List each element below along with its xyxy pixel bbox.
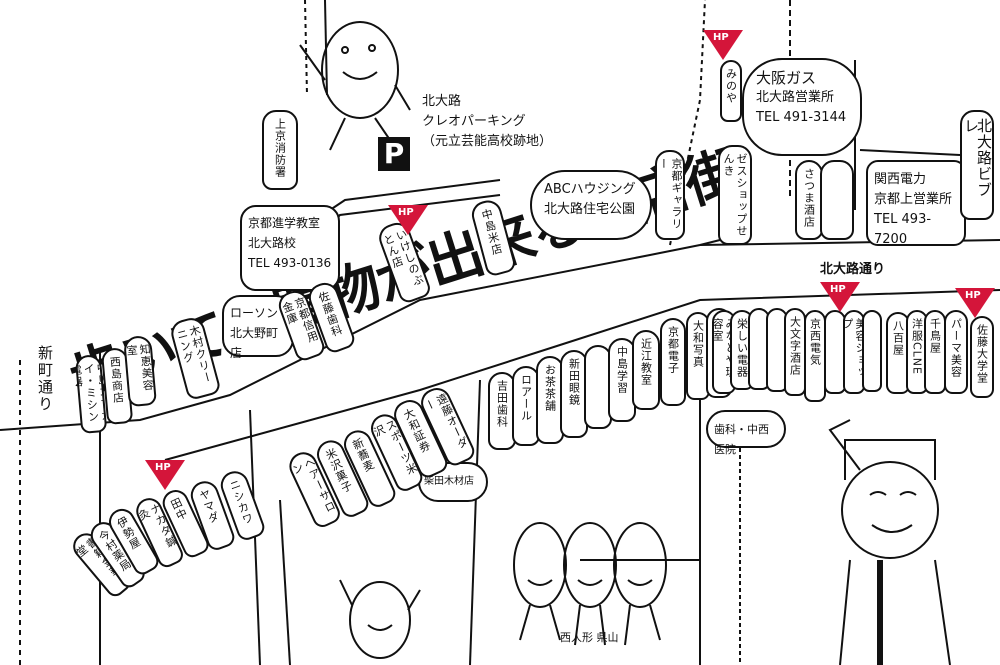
shop-1: 上京消防署	[262, 110, 298, 190]
kansai-electric-landmark: 関西電力 京都上営業所 TEL 493-7200	[866, 160, 966, 247]
juku-landmark: 京都進学教室 北大路校 TEL 493-0136	[240, 205, 340, 291]
hospital-marker-icon: HP	[955, 288, 995, 318]
shop-10: 京都ギャラリー	[655, 150, 685, 240]
shop-30: お茶茶舗	[536, 356, 564, 444]
landmark-branch: 京都上営業所	[874, 192, 953, 207]
shop-50: パーマ美容	[944, 310, 968, 394]
shop-33: 中島学習	[608, 338, 636, 422]
shop-42: 大文字酒店	[784, 308, 806, 396]
egg-trio-mascots	[513, 522, 667, 646]
kitaoji-street-label: 北大路通り	[820, 262, 886, 277]
landmark-name: 大阪ガス	[756, 69, 817, 87]
clinic-landmark: 歯科・中西医院	[706, 410, 786, 456]
hospital-marker-icon: HP	[388, 205, 428, 235]
landmark-subname: 北大路住宅公園	[544, 202, 636, 217]
hospital-marker-icon: HP	[820, 282, 860, 312]
osaka-gas-landmark: 大阪ガス 北大路営業所 TEL 491-3144	[742, 58, 862, 156]
hospital-marker-label: HP	[398, 207, 414, 218]
landmark-name: 京都進学教室	[248, 216, 321, 230]
shop-13: みのや	[720, 60, 742, 122]
landmark-phone: TEL 491-3144	[756, 110, 847, 125]
shop-49: 千鳥屋	[924, 310, 946, 394]
shop-46	[862, 310, 882, 392]
shop-12: さつま酒店	[795, 160, 823, 240]
shop-28: 吉田歯科	[488, 372, 516, 450]
shinmachi-street-label: 新町通り	[36, 345, 54, 413]
parking-line: クレオパーキング	[422, 114, 526, 129]
shop-11: ゼスショップせんき	[718, 145, 752, 245]
landmark-branch: 北大野町店	[230, 326, 279, 360]
landmark-phone: TEL 493-7200	[874, 212, 932, 247]
shop-35: 京都電子	[660, 318, 686, 406]
vivre-landmark: 北大路ビブレ	[960, 110, 994, 220]
hospital-marker-label: HP	[830, 284, 846, 295]
hospital-marker-icon: HP	[703, 30, 743, 60]
shop-29: ロアール	[512, 366, 540, 446]
shop-43: 京西電気	[804, 310, 826, 402]
hospital-marker-label: HP	[155, 462, 171, 473]
landmark-name: 関西電力	[874, 172, 927, 187]
landmark-phone: TEL 493-0136	[248, 256, 332, 270]
abc-housing-landmark: ABCハウジング 北大路住宅公園	[530, 170, 652, 240]
egg-mascot-bottom	[339, 579, 421, 659]
landmark-branch: 北大路校	[248, 236, 297, 250]
hospital-marker-label: HP	[965, 290, 981, 301]
parking-info: 北大路 クレオパーキング （元立芸能高校跡地）	[422, 92, 552, 152]
shop-14	[820, 160, 854, 240]
landmark-name: ローソン	[230, 306, 279, 320]
hospital-marker-label: HP	[713, 32, 729, 43]
hospital-marker-icon: HP	[145, 460, 185, 490]
doll-shop-label: 西人形 県山	[560, 631, 619, 644]
parking-icon: P	[378, 137, 410, 171]
parking-line: （元立芸能高校跡地）	[422, 134, 553, 149]
egg-mascot-top	[299, 21, 411, 151]
festival-man-mascot	[828, 419, 951, 665]
landmark-name: ABCハウジング	[544, 182, 636, 197]
shop-34: 近江教室	[632, 330, 660, 410]
landmark-branch: 北大路営業所	[756, 90, 835, 105]
shop-51: 佐藤大学堂	[970, 316, 994, 398]
parking-line: 北大路	[422, 94, 462, 109]
